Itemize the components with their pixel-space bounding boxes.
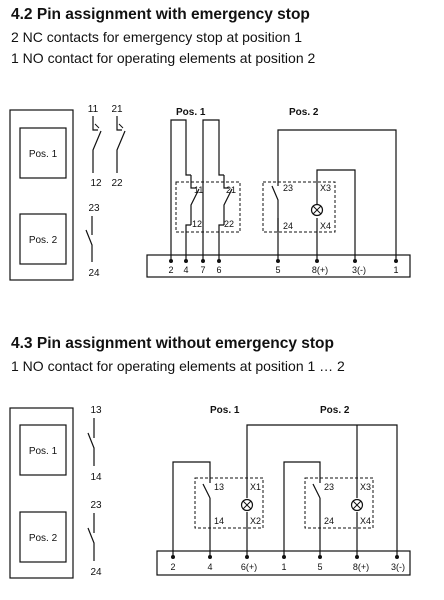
contact-23-label: 23: [90, 500, 102, 511]
nc-contact-11-12-schematic: [190, 175, 200, 225]
device-pos1-label: Pos. 1: [29, 149, 58, 160]
contact-24-label: 24: [90, 567, 102, 578]
section1-description-line1: 2 NC contacts for emergency stop at posi…: [11, 29, 303, 45]
no-contact-13-14-schematic: [202, 483, 211, 557]
device-position-1-box: [19, 127, 67, 179]
device-pos1-label: Pos. 1: [29, 446, 58, 457]
pos1-inner-11: 11: [194, 185, 203, 195]
pos2-inner-x3: X3: [360, 482, 371, 492]
pos1-inner-12: 12: [192, 219, 202, 229]
pos2-inner-24: 24: [324, 516, 334, 526]
pos1-inner-x1: X1: [250, 482, 261, 492]
lamp-symbol-2: [240, 498, 254, 512]
wire-t6-22: [218, 224, 224, 261]
device-pos2-label: Pos. 2: [29, 533, 58, 544]
pos2-inner-24: 24: [283, 221, 293, 231]
contact-22-label: 22: [111, 178, 123, 189]
terminal-label: 6: [216, 265, 221, 275]
no-contact-23-24: [87, 513, 95, 561]
terminal-label: 4: [207, 562, 212, 572]
pos1-inner-21: 21: [226, 185, 236, 195]
section2-heading: 4.3 Pin assignment without emergency sto…: [11, 335, 334, 352]
terminal-label: 4: [183, 265, 188, 275]
section1-description-line2: 1 NO contact for operating elements at p…: [11, 50, 316, 66]
pos2-inner-23: 23: [283, 183, 293, 193]
terminal-label: 6(+): [241, 562, 257, 572]
pos2-inner-23: 23: [324, 482, 334, 492]
section1-heading: 4.2 Pin assignment with emergency stop: [11, 6, 310, 23]
terminal-label: 8(+): [312, 265, 328, 275]
terminal-dots-2: [171, 555, 399, 559]
wire-t1-23: [283, 461, 321, 557]
schematic1-pos2-label: Pos. 2: [289, 107, 319, 118]
wire-t2-11: [170, 119, 191, 261]
wire-t4-12: [185, 224, 191, 261]
contact-11-label: 11: [88, 104, 99, 115]
contact-24-label: 24: [88, 268, 100, 279]
lamp-symbol-1: [310, 203, 324, 217]
wire-t6-lamp: [246, 424, 398, 557]
contact-21-label: 21: [111, 104, 123, 115]
contact-14-label: 14: [90, 472, 102, 483]
terminal-label: 3(-): [352, 265, 366, 275]
device-housing-2: [9, 407, 74, 579]
device-position-2-box: [19, 511, 67, 563]
pos1-inner-14: 14: [214, 516, 224, 526]
section2-description-line1: 1 NO contact for operating elements at p…: [11, 358, 345, 374]
contact-23-label: 23: [88, 203, 100, 214]
pos2-inner-x4: X4: [320, 221, 331, 231]
nc-contact-21-22-schematic: [223, 175, 233, 225]
pos2-inner-x4: X4: [360, 516, 371, 526]
wire-t8-lamp: [316, 169, 356, 261]
terminal-label: 2: [170, 562, 175, 572]
device-position-1-box: [19, 424, 67, 476]
terminal-label: 5: [317, 562, 322, 572]
pos1-inner-x2: X2: [250, 516, 261, 526]
terminal-label: 2: [168, 265, 173, 275]
lamp-symbol-3: [350, 498, 364, 512]
pos2-contact-block: [262, 181, 336, 233]
wire-t7-21: [202, 119, 224, 261]
pos1-inner-22: 22: [224, 219, 234, 229]
pos2-contact-block: [304, 477, 374, 529]
schematic2-pos1-label: Pos. 1: [210, 405, 240, 416]
pos2-inner-x3: X3: [320, 183, 331, 193]
no-contact-13-14: [87, 418, 95, 466]
terminal-label: 7: [200, 265, 205, 275]
nc-contact-21-22: [116, 116, 126, 173]
no-contact-23-24: [85, 216, 93, 262]
terminal-label: 1: [393, 265, 398, 275]
terminal-dots-1: [169, 259, 398, 263]
no-contact-23-24-schematic: [312, 483, 321, 557]
terminal-label: 3(-): [391, 562, 405, 572]
wire-t2-13: [172, 461, 211, 557]
pos1-contact-block: [175, 181, 241, 233]
contact-12-label: 12: [90, 178, 102, 189]
terminal-label: 8(+): [353, 562, 369, 572]
device-housing-1: [9, 109, 74, 281]
terminal-label: 5: [275, 265, 280, 275]
terminal-label: 1: [281, 562, 286, 572]
nc-contact-11-12: [92, 116, 102, 173]
device-pos2-label: Pos. 2: [29, 235, 58, 246]
schematic2-pos2-label: Pos. 2: [320, 405, 350, 416]
schematic1-pos1-label: Pos. 1: [176, 107, 206, 118]
device-position-2-box: [19, 213, 67, 265]
wire-t5-23: [271, 129, 397, 261]
pos1-contact-block: [194, 477, 264, 529]
contact-13-label: 13: [90, 405, 102, 416]
pos1-inner-13: 13: [214, 482, 224, 492]
